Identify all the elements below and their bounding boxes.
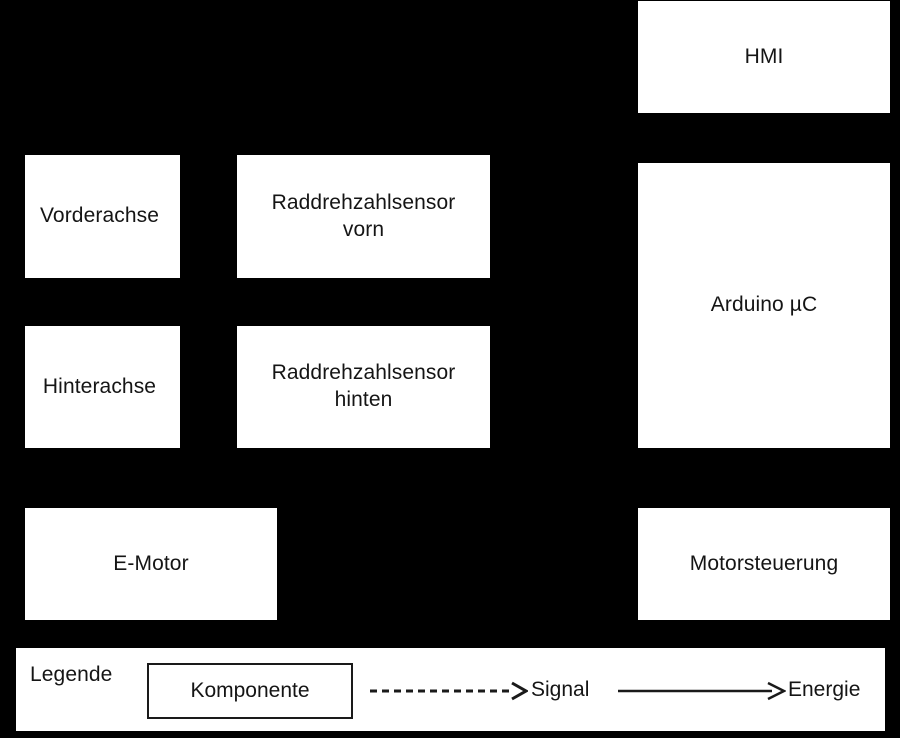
node-arduino-mikrocontroller[interactable]: Arduino µC <box>638 163 890 448</box>
node-raddrehzahlsensor-hinten[interactable]: Raddrehzahlsensor hinten <box>237 326 490 448</box>
legend-title: Legende <box>30 663 113 686</box>
node-raddrehzahlsensor-vorn[interactable]: Raddrehzahlsensor vorn <box>237 155 490 278</box>
solid-energy-arrow-icon <box>618 681 786 701</box>
node-hinterachse[interactable]: Hinterachse <box>25 326 180 448</box>
node-hmi[interactable]: HMI <box>638 1 890 113</box>
node-motorsteuerung-label: Motorsteuerung <box>689 551 839 575</box>
legend-component-box: Komponente <box>147 663 353 719</box>
node-raddrehzahlsensor-hinten-label: Raddrehzahlsensor hinten <box>271 361 456 411</box>
dashed-signal-arrow-icon <box>370 681 528 701</box>
node-motorsteuerung[interactable]: Motorsteuerung <box>638 508 890 620</box>
legend-signal-label: Signal <box>531 678 590 701</box>
node-hinterachse-label: Hinterachse <box>42 374 157 398</box>
legend-energy-label: Energie <box>788 678 861 701</box>
node-raddrehzahlsensor-vorn-label: Raddrehzahlsensor vorn <box>271 190 456 241</box>
node-e-motor-label: E-Motor <box>113 551 189 575</box>
node-arduino-mikrocontroller-label: Arduino µC <box>710 293 818 317</box>
legend-panel: Legende Komponente Signal Energie <box>16 648 885 731</box>
legend-component-box-label: Komponente <box>190 679 310 702</box>
node-vorderachse-label: Vorderachse <box>39 204 159 228</box>
node-e-motor[interactable]: E-Motor <box>25 508 277 620</box>
node-hmi-label: HMI <box>744 44 784 68</box>
node-vorderachse[interactable]: Vorderachse <box>25 155 180 278</box>
